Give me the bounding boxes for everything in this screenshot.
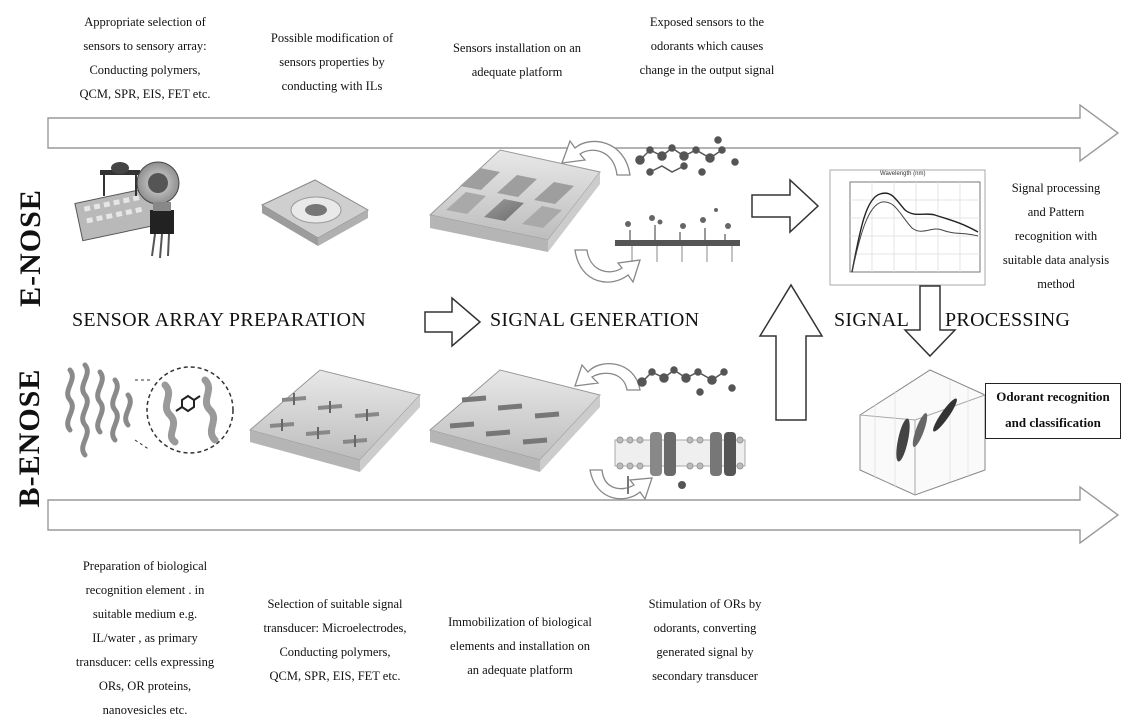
top-process-arrow [47, 103, 1120, 163]
graph-axis-label: Wavelength (nm) [880, 171, 926, 177]
odorant-recognition-box: Odorant recognition and classification [985, 383, 1121, 439]
right-text-signal-processing: Signal processing and Pattern recognitio… [1002, 181, 1110, 291]
signal-label: SIGNAL [834, 309, 910, 331]
top-text-exposure: Exposed sensors to the odorants which ca… [639, 15, 775, 77]
protein-structure-image [65, 362, 234, 458]
sensor-array-preparation-label: SENSOR ARRAY PREPARATION [72, 309, 366, 331]
enose-platform-image [428, 149, 601, 252]
middle-arrow [424, 296, 482, 348]
benose-platform-image [428, 369, 601, 472]
benose-label: B-ENOSE [13, 368, 46, 508]
benose-cycle-arrows [574, 362, 653, 501]
bottom-text-transducer: Selection of suitable signal transducer:… [263, 597, 407, 683]
to-processing-arrow [751, 178, 820, 234]
modified-sensor-image [260, 179, 370, 246]
sensing-surface-image [615, 208, 740, 262]
enose-label: E-NOSE [14, 189, 47, 307]
enose-molecules [635, 136, 739, 176]
down-arrow [903, 285, 957, 358]
up-arrow [758, 283, 824, 421]
membrane-receptors-image [614, 432, 746, 494]
top-text-installation: Sensors installation on an adequate plat… [452, 41, 582, 79]
signal-generation-label: SIGNAL GENERATION [490, 309, 700, 331]
benose-molecules [637, 366, 736, 396]
bottom-text-immobilization: Immobilization of biological elements an… [448, 615, 592, 677]
processing-label: PROCESSING [945, 309, 1071, 331]
spectrum-graph [829, 169, 986, 286]
bottom-text-stimulation: Stimulation of ORs by odorants, converti… [648, 597, 762, 683]
enose-sensors-image [74, 161, 180, 259]
top-text-modification: Possible modification of sensors propert… [270, 31, 394, 93]
enose-cycle-arrows [561, 139, 641, 284]
scatter-3d-plot [859, 369, 986, 496]
microelectrode-platform-image [248, 369, 421, 472]
top-text-sensor-selection: Appropriate selection of sensors to sens… [79, 15, 211, 101]
bottom-text-bio-element: Preparation of biological recognition el… [75, 559, 215, 717]
bottom-process-arrow [47, 485, 1120, 545]
